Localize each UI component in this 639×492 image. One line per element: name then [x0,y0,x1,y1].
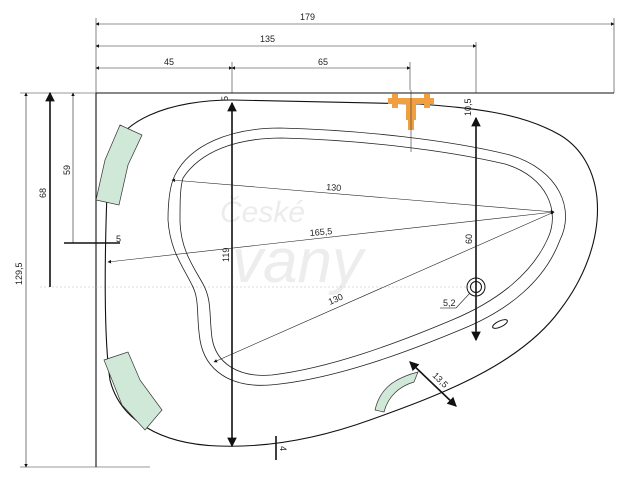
faucet-icon [388,90,434,152]
dim-side-5-label: 5 [116,234,121,244]
dim-68-label: 68 [38,188,48,198]
dim-59-label: 59 [62,165,72,175]
headrest-top [95,124,143,206]
dimension-13-5: 13,5 [409,361,457,407]
dim-diag-upper-130-label: 130 [326,182,342,193]
dimension-135: 135 [95,34,477,48]
dimension-129-5: 129,5 [14,92,28,468]
dim-diag-165-5-label: 165,5 [309,226,332,238]
dim-5-2-label: 5,2 [443,298,456,308]
dim-65-label: 65 [318,57,328,67]
dim-10-5-label: 10,5 [463,98,473,116]
watermark-line2: vany [232,227,367,296]
overflow-icon [492,319,508,329]
dimension-45: 45 [95,57,233,70]
dim-top-5-label: 5 [220,96,230,101]
dim-119-label: 119 [221,248,231,262]
dimension-68: 68 [38,91,55,287]
dimension-179: 179 [95,12,615,26]
dimension-60: 60 10,5 [463,98,481,342]
dim-60-label: 60 [464,234,474,244]
headrest-front [374,371,419,413]
dim-129-5-label: 129,5 [14,262,24,285]
dimension-119: 119 5 [220,96,237,448]
dim-45-label: 45 [164,57,174,67]
headrest-bottom [103,351,163,431]
dimension-drain: 5,2 [440,292,471,309]
dimension-diag-upper-130: 130 [171,178,555,214]
dimension-4: 4 [275,436,288,460]
tub-outer-shell [104,99,598,447]
dim-4-label: 4 [278,446,288,451]
dim-135-label: 135 [260,34,275,44]
dimension-65: 65 [231,57,411,70]
dim-13-5-label: 13,5 [431,370,450,389]
dim-179-label: 179 [300,12,315,22]
